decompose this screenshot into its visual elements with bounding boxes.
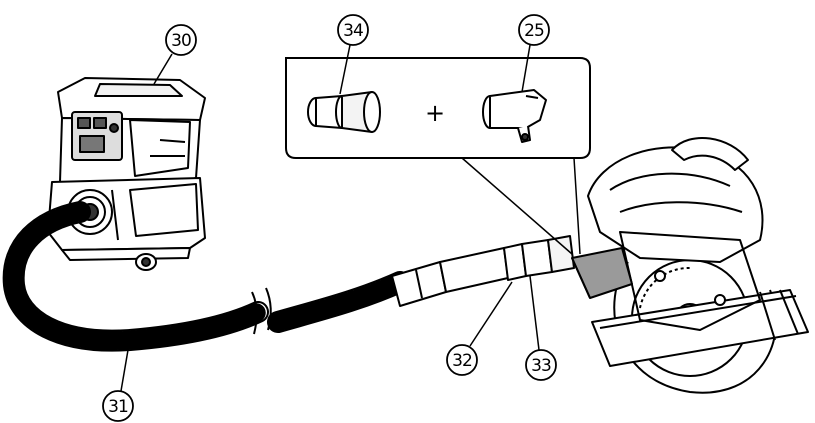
hose-right-segment [267,271,411,333]
leader-25 [521,44,531,93]
plus-sign: + [425,99,445,127]
callout-32: 32 [446,344,478,376]
leader-32 [469,281,513,347]
hose-end-cuff [391,247,509,307]
callout-30: 30 [165,24,197,56]
circular-saw [571,136,809,394]
vacuum-cleaner [47,77,206,271]
svg-text:34: 34 [343,21,363,41]
adapter-part [307,91,381,133]
svg-text:31: 31 [108,397,128,417]
svg-text:33: 33 [531,356,551,376]
callout-25: 25 [518,14,550,46]
leader-31 [120,349,129,392]
svg-text:30: 30 [171,31,191,51]
leader-30 [153,53,173,85]
callout-33: 33 [525,349,557,381]
dust-nozzle-part [482,89,547,143]
callout-31: 31 [102,390,134,422]
hose-left-segment [2,201,269,352]
hose-joint [503,235,575,281]
svg-text:25: 25 [524,21,544,41]
callout-34: 34 [337,14,369,46]
leader-33 [529,275,540,351]
svg-text:32: 32 [452,351,472,371]
parts-inset-box [285,57,591,255]
leader-34 [339,44,351,95]
